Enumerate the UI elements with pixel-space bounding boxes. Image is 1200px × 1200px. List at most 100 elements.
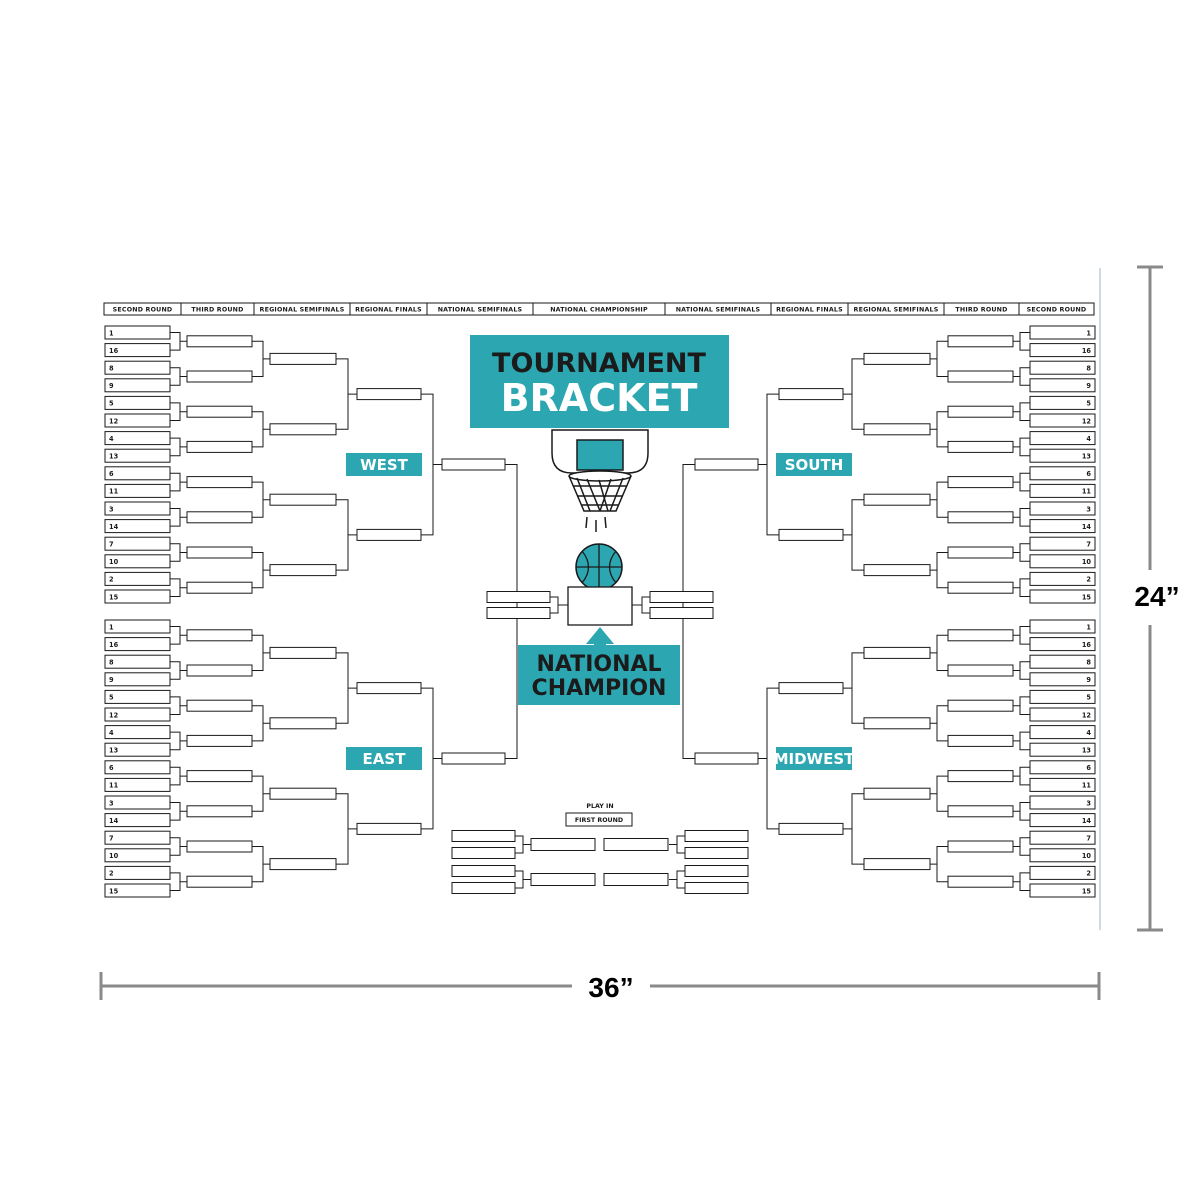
team-slot[interactable] [104, 637, 171, 652]
team-slot[interactable] [863, 564, 931, 577]
team-slot[interactable] [1029, 554, 1096, 569]
team-slot[interactable] [684, 882, 749, 894]
team-slot[interactable] [778, 388, 844, 401]
team-slot[interactable] [104, 777, 171, 792]
team-slot[interactable] [1029, 707, 1096, 722]
team-slot[interactable] [104, 536, 171, 551]
team-slot[interactable] [269, 564, 337, 577]
team-slot[interactable] [186, 440, 253, 453]
team-slot[interactable] [1029, 777, 1096, 792]
team-slot[interactable] [356, 822, 422, 835]
team-slot[interactable] [1029, 865, 1096, 880]
team-slot[interactable] [186, 734, 253, 747]
team-slot[interactable] [1029, 571, 1096, 586]
team-slot[interactable] [778, 528, 844, 541]
team-slot[interactable] [947, 440, 1014, 453]
team-slot[interactable] [1029, 830, 1096, 845]
team-slot[interactable] [694, 458, 759, 471]
team-slot[interactable] [486, 591, 551, 603]
team-slot[interactable] [269, 717, 337, 730]
team-slot[interactable] [947, 734, 1014, 747]
team-slot[interactable] [649, 591, 714, 603]
team-slot[interactable] [1029, 360, 1096, 375]
team-slot[interactable] [186, 840, 253, 853]
team-slot[interactable] [1029, 689, 1096, 704]
team-slot[interactable] [947, 875, 1014, 888]
team-slot[interactable] [269, 646, 337, 659]
team-slot[interactable] [1029, 395, 1096, 410]
team-slot[interactable] [104, 689, 171, 704]
team-slot[interactable] [1029, 378, 1096, 393]
team-slot[interactable] [104, 395, 171, 410]
team-slot[interactable] [104, 865, 171, 880]
team-slot[interactable] [947, 370, 1014, 383]
team-slot[interactable] [863, 352, 931, 365]
team-slot[interactable] [104, 848, 171, 863]
team-slot[interactable] [947, 805, 1014, 818]
team-slot[interactable] [947, 629, 1014, 642]
team-slot[interactable] [269, 352, 337, 365]
team-slot[interactable] [104, 589, 171, 604]
team-slot[interactable] [1029, 795, 1096, 810]
team-slot[interactable] [947, 335, 1014, 348]
team-slot[interactable] [451, 847, 516, 859]
team-slot[interactable] [947, 840, 1014, 853]
team-slot[interactable] [603, 873, 669, 886]
team-slot[interactable] [1029, 431, 1096, 446]
team-slot[interactable] [1029, 536, 1096, 551]
team-slot[interactable] [684, 865, 749, 877]
team-slot[interactable] [104, 325, 171, 340]
team-slot[interactable] [104, 795, 171, 810]
team-slot[interactable] [269, 423, 337, 436]
team-slot[interactable] [104, 830, 171, 845]
team-slot[interactable] [1029, 725, 1096, 740]
team-slot[interactable] [649, 607, 714, 619]
team-slot[interactable] [186, 405, 253, 418]
team-slot[interactable] [778, 822, 844, 835]
team-slot[interactable] [356, 388, 422, 401]
team-slot[interactable] [1029, 413, 1096, 428]
team-slot[interactable] [186, 664, 253, 677]
team-slot[interactable] [947, 581, 1014, 594]
team-slot[interactable] [186, 699, 253, 712]
team-slot[interactable] [451, 882, 516, 894]
team-slot[interactable] [104, 654, 171, 669]
team-slot[interactable] [1029, 448, 1096, 463]
team-slot[interactable] [356, 528, 422, 541]
team-slot[interactable] [1029, 637, 1096, 652]
team-slot[interactable] [1029, 742, 1096, 757]
team-slot[interactable] [186, 581, 253, 594]
team-slot[interactable] [863, 717, 931, 730]
team-slot[interactable] [947, 405, 1014, 418]
team-slot[interactable] [104, 466, 171, 481]
team-slot[interactable] [104, 571, 171, 586]
team-slot[interactable] [863, 858, 931, 871]
team-slot[interactable] [863, 787, 931, 800]
team-slot[interactable] [186, 546, 253, 559]
team-slot[interactable] [1029, 760, 1096, 775]
team-slot[interactable] [451, 865, 516, 877]
team-slot[interactable] [947, 699, 1014, 712]
team-slot[interactable] [104, 343, 171, 358]
team-slot[interactable] [104, 554, 171, 569]
team-slot[interactable] [186, 476, 253, 489]
team-slot[interactable] [1029, 883, 1096, 898]
team-slot[interactable] [186, 875, 253, 888]
team-slot[interactable] [684, 847, 749, 859]
team-slot[interactable] [104, 883, 171, 898]
team-slot[interactable] [104, 760, 171, 775]
team-slot[interactable] [104, 672, 171, 687]
team-slot[interactable] [1029, 619, 1096, 634]
team-slot[interactable] [186, 335, 253, 348]
team-slot[interactable] [684, 830, 749, 842]
team-slot[interactable] [441, 752, 506, 765]
team-slot[interactable] [104, 725, 171, 740]
team-slot[interactable] [1029, 483, 1096, 498]
team-slot[interactable] [1029, 519, 1096, 534]
team-slot[interactable] [778, 682, 844, 695]
team-slot[interactable] [104, 448, 171, 463]
team-slot[interactable] [104, 378, 171, 393]
team-slot[interactable] [947, 511, 1014, 524]
team-slot[interactable] [269, 858, 337, 871]
team-slot[interactable] [1029, 672, 1096, 687]
